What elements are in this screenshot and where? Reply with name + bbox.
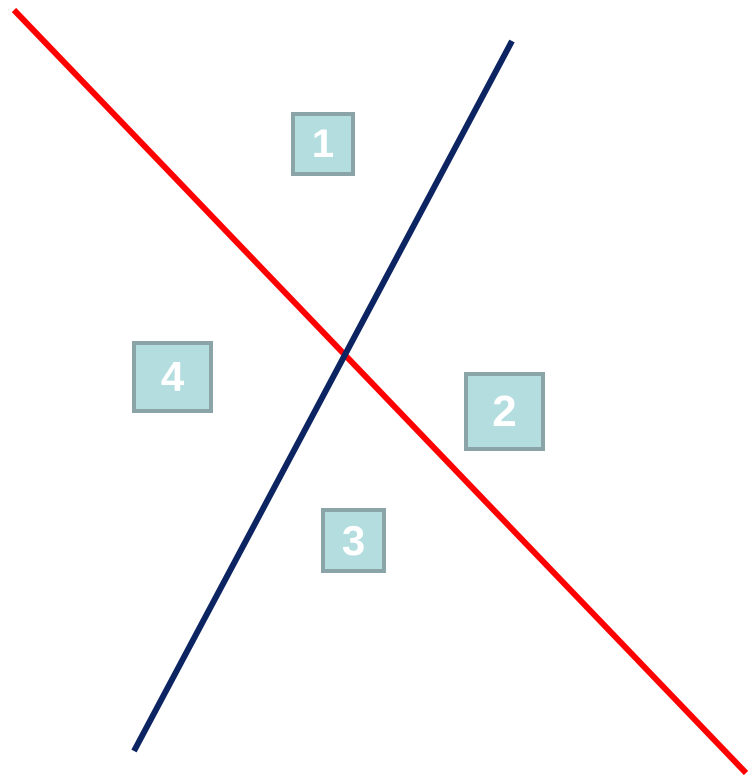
region-label-3-text: 3: [341, 516, 366, 564]
region-label-2-text: 2: [492, 386, 517, 436]
region-label-1: 1: [291, 112, 355, 176]
region-label-3: 3: [321, 508, 386, 573]
region-label-4-text: 4: [160, 353, 185, 400]
region-label-2: 2: [464, 372, 545, 451]
navy-line: [131, 39, 515, 753]
region-label-1-text: 1: [311, 122, 335, 166]
region-label-4: 4: [132, 341, 213, 413]
red-line: [11, 7, 748, 776]
